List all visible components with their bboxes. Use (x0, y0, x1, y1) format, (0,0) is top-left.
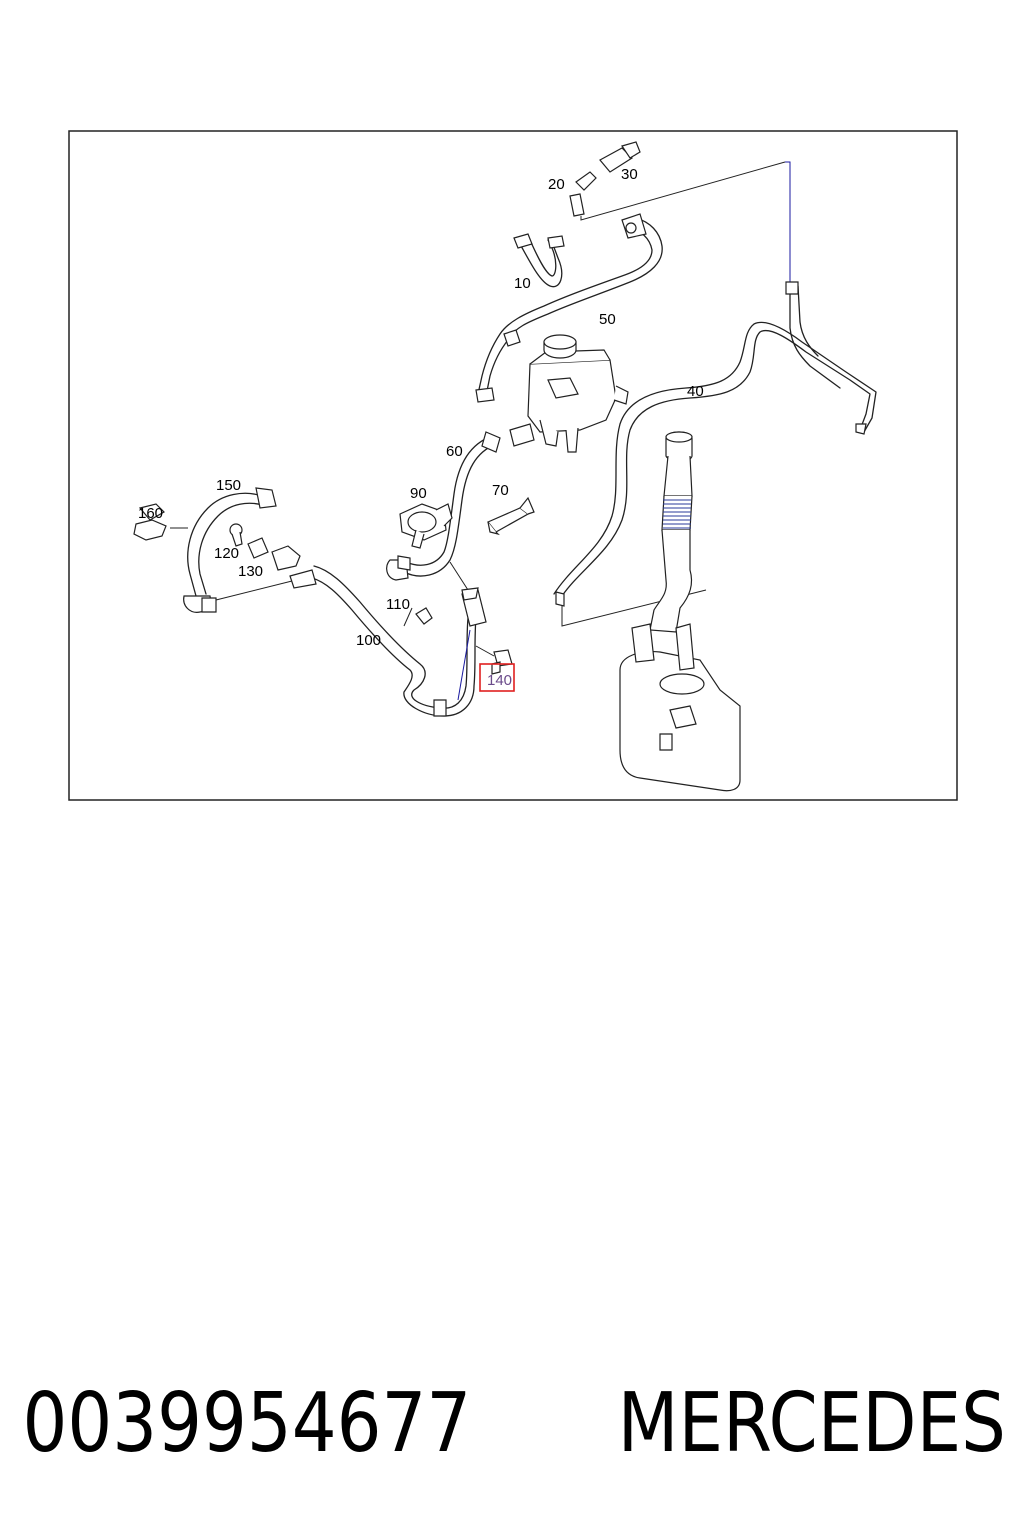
caption: 0039954677 MERCEDES (0, 1368, 1024, 1478)
callout-60: 60 (446, 443, 463, 460)
callout-120: 120 (214, 545, 239, 562)
part-160-clip (133, 503, 167, 541)
callout-130: 130 (238, 563, 263, 580)
callout-40: 40 (687, 383, 704, 400)
callout-10: 10 (514, 275, 531, 292)
callout-70: 70 (492, 482, 509, 499)
part-40-hose (553, 281, 877, 607)
part-120-bolt (229, 523, 243, 547)
washer-reservoir (619, 431, 741, 792)
callout-110: 110 (386, 596, 410, 613)
brand-name: MERCEDES (617, 1375, 1007, 1471)
part-130-bracket (247, 537, 301, 571)
callout-100: 100 (356, 632, 381, 649)
callout-30: 30 (621, 166, 638, 183)
callout-20: 20 (548, 176, 565, 193)
coolant-reservoir (509, 334, 629, 453)
leader-line-40 (785, 161, 791, 285)
callout-160: 160 (138, 505, 163, 522)
part-60-hose (386, 431, 501, 581)
parts-diagram: 10 20 30 40 50 60 70 90 100 110 120 130 … (68, 130, 958, 801)
leader-line-140 (457, 629, 471, 701)
callout-150: 150 (216, 477, 241, 494)
part-110-clip (415, 607, 433, 625)
callout-140-highlight-box (479, 663, 515, 692)
filler-neck-corrugation (663, 499, 691, 529)
part-150-hose (183, 487, 277, 613)
part-100-hose (289, 565, 487, 717)
part-number: 0039954677 (22, 1375, 472, 1471)
part-140-clamp (491, 649, 513, 675)
part-30-connector (599, 141, 641, 173)
part-70-bracket (487, 496, 535, 536)
callout-140: 140 (487, 672, 512, 689)
callout-50: 50 (599, 311, 616, 328)
part-10-hose (513, 233, 565, 288)
callout-90: 90 (410, 485, 427, 502)
diagram-frame (68, 130, 958, 801)
part-90-pump (399, 503, 453, 549)
part-50-hose (475, 213, 663, 403)
part-20-connector (569, 171, 597, 217)
